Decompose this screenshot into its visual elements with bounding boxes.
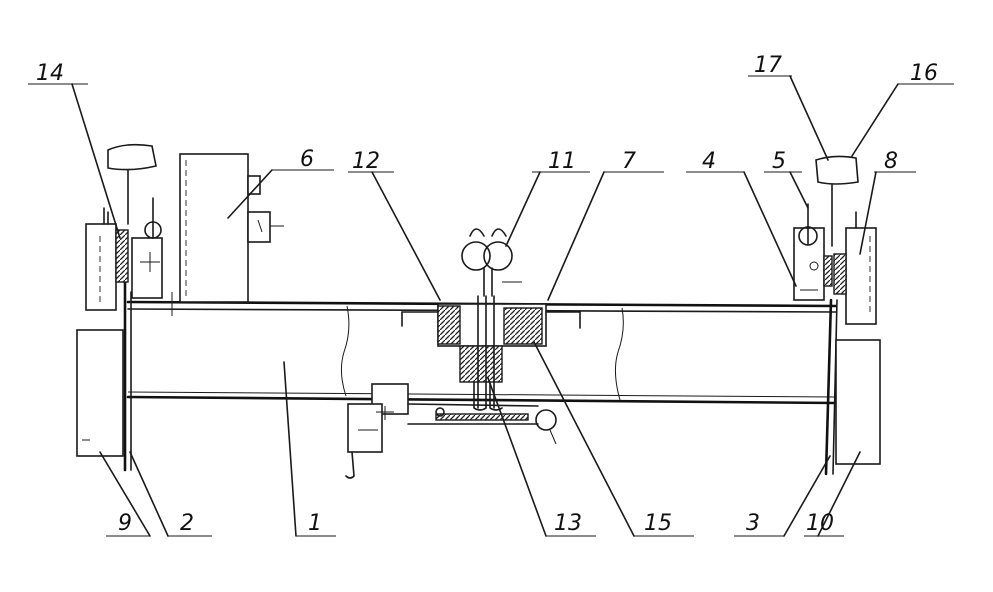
callout-14: 14: [36, 61, 64, 86]
callout-8: 8: [884, 149, 898, 174]
callout-3: 3: [746, 511, 760, 536]
callout-2: 2: [180, 511, 194, 536]
callout-10: 10: [806, 511, 834, 536]
callout-13: 13: [554, 511, 582, 536]
right-brake-4-5: [793, 203, 833, 301]
left-cab-top-unit: [107, 143, 157, 225]
trolley-frame-12: [401, 303, 581, 347]
callout-11: 11: [548, 149, 576, 174]
callout-7: 7: [622, 149, 636, 174]
right-end-plate-3: [824, 298, 838, 476]
callout-12: 12: [352, 149, 380, 174]
left-brake-14: [115, 197, 163, 299]
callout-labels: 14 6 12 11 7 4 5 17 16 8 9 2 1 13 15 3 1…: [36, 53, 938, 536]
callout-5: 5: [772, 149, 786, 174]
hook-block-11: [461, 228, 522, 297]
trolley-travel-mechanism: [345, 383, 557, 479]
callout-16: 16: [910, 61, 938, 86]
right-top-unit-16: [815, 155, 859, 247]
left-end-truck-9: [76, 329, 124, 457]
leader-lines: [28, 75, 954, 537]
rope-drum-13: [459, 295, 503, 411]
callout-1: 1: [308, 511, 322, 536]
callout-15: 15: [644, 511, 672, 536]
control-panel-6: [179, 153, 284, 303]
callout-17: 17: [754, 53, 782, 78]
left-end-plate-2: [123, 260, 132, 472]
right-drive-motor-8: [833, 211, 877, 325]
right-end-truck-10: [835, 339, 881, 465]
callout-6: 6: [300, 147, 314, 172]
left-drive-motor: [85, 207, 117, 311]
callout-4: 4: [702, 149, 716, 174]
callout-9: 9: [118, 511, 132, 536]
